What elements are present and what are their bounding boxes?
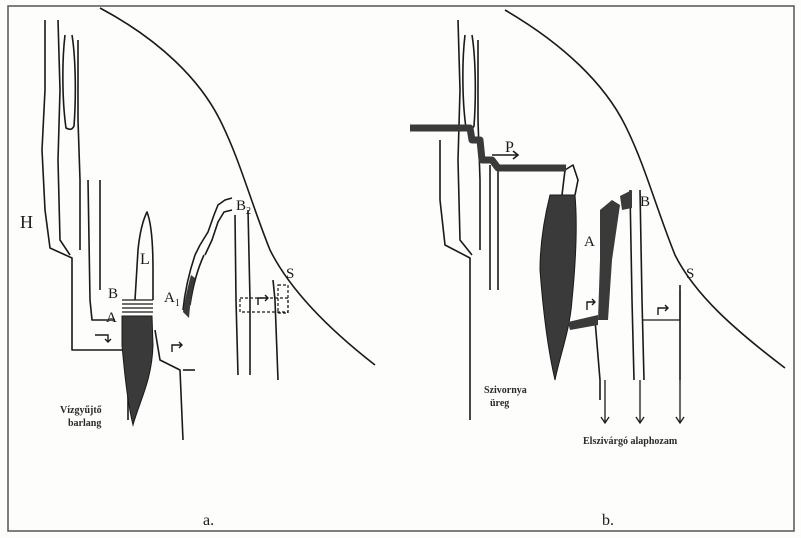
- column-wall-s: [273, 280, 278, 380]
- connector-fill-b: [568, 315, 598, 330]
- passage-b2: [200, 198, 232, 245]
- shaft-chimney-a: [63, 35, 75, 129]
- label-S-a: S: [286, 266, 294, 282]
- outlet-2: [155, 330, 183, 440]
- label-A-b: A: [584, 234, 595, 250]
- cave-wall-left-b: [440, 140, 470, 420]
- reservoir-fill-b: [540, 195, 576, 380]
- sediment-layers-a: [122, 300, 153, 312]
- label-B-b: B: [640, 194, 650, 210]
- siphon-s: [278, 285, 288, 313]
- label-S-b: S: [686, 266, 694, 282]
- seepage-arrows: [601, 380, 684, 423]
- water-level-b: [642, 290, 680, 320]
- outlet-b: [595, 320, 600, 400]
- shaft-line-2: [78, 40, 80, 250]
- shaft-chimney-b: [463, 35, 475, 129]
- column-wall-left: [235, 215, 238, 375]
- label-B2-a: B2: [236, 198, 251, 217]
- panel-a: [42, 8, 375, 440]
- seepage-label: Elszivárgó alaphozam: [583, 436, 678, 447]
- reservoir-fill-a: [122, 316, 153, 425]
- column-wall-right: [248, 210, 250, 375]
- label-H: H: [20, 212, 33, 232]
- cave-label-a-2: barlang: [68, 418, 101, 429]
- trapped-water-s: [240, 298, 288, 312]
- conduit-fill-b: [598, 200, 620, 320]
- column-wall-b2: [640, 190, 644, 380]
- cave-label-a-1: Vízgyűjtő: [60, 405, 102, 416]
- cave-label-b-1: Szivornya: [484, 385, 527, 396]
- flow-arrows-a: [95, 295, 268, 352]
- cave-label-b-2: üreg: [490, 398, 509, 409]
- label-A1-a: A1: [164, 290, 180, 309]
- passage-P: [410, 128, 566, 168]
- label-A-a: A: [106, 310, 117, 326]
- outer-border: [8, 6, 794, 531]
- caption-b: b.: [602, 512, 614, 529]
- column-wall-b1: [630, 190, 634, 380]
- label-P: P: [505, 139, 514, 156]
- label-B-a: B: [108, 286, 118, 302]
- passage-b2-inner: [205, 210, 232, 255]
- conduit-top-b: [620, 190, 632, 210]
- label-L: L: [140, 251, 150, 268]
- caption-a: a.: [203, 512, 214, 529]
